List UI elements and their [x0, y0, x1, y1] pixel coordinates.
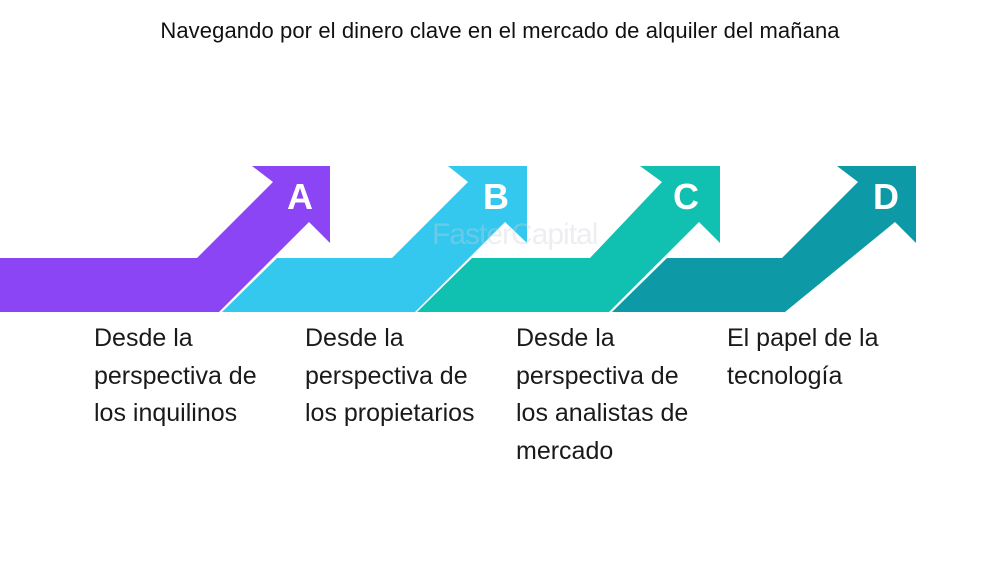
letter-d: D: [873, 176, 899, 217]
letter-a: A: [287, 176, 313, 217]
caption-a: Desde la perspectiva de los inquilinos: [94, 324, 257, 427]
caption-c: Desde la perspectiva de los analistas de…: [516, 324, 689, 465]
arrow-a: [0, 166, 330, 312]
arrow-c: [417, 166, 720, 312]
letter-c: C: [673, 176, 699, 217]
diagram-title: Navegando por el dinero clave en el merc…: [160, 18, 840, 43]
watermark-logo: FasterCapital: [432, 218, 598, 251]
caption-b: Desde la perspectiva de los propietarios: [305, 324, 475, 427]
arrow-d: [612, 166, 916, 312]
caption-d: El papel de la tecnología: [727, 324, 879, 390]
letter-b: B: [483, 176, 509, 217]
arrow-b: [222, 166, 527, 312]
